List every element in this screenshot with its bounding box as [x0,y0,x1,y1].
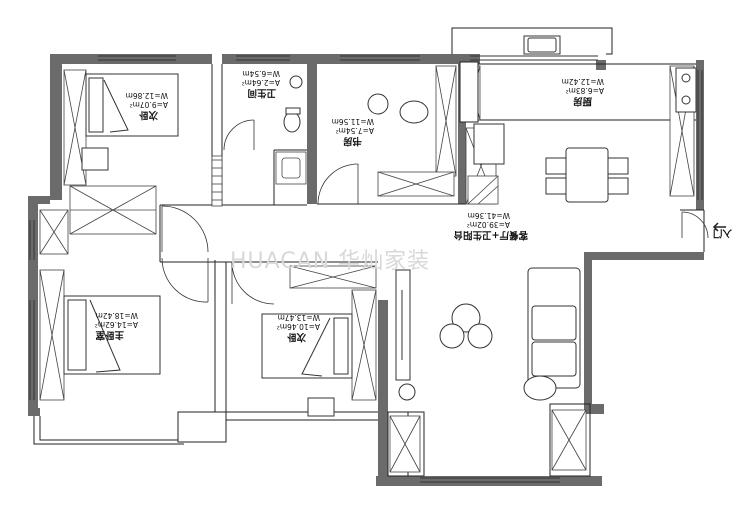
bedroom-mid-wardrobe [289,265,377,401]
room-name: 卫生间 [247,87,276,99]
room-area: A=14.62m² [95,320,138,329]
bath-lamp [289,75,303,89]
room-name: 主卧室 [95,329,124,341]
study-desk [367,93,429,124]
room-w: W=18.42m [96,311,138,320]
master-wardrobe [39,269,65,401]
bath-sink [275,151,307,185]
study-bookcase [377,65,457,197]
room-w: W=13.47m [278,313,320,322]
room-area: A=39.02m² [467,220,510,229]
room-name: 厨房 [573,95,592,107]
beds [63,73,353,417]
toilet [283,107,301,133]
room-label-living: 客餐厅+卫生阳台 A=39.02m² W=41.36m [453,211,529,241]
room-label-master: 主卧室 A=14.62m² W=18.42m [95,311,138,341]
bed-mid [261,313,353,417]
kitchen-sink [523,35,561,55]
room-area: A=9.07m² [130,100,168,109]
living-cabinets [389,409,587,473]
room-name: 客餐厅+卫生阳台 [453,229,529,241]
room-area: A=2.64m² [242,78,280,87]
room-w: W=12.86m [126,91,168,100]
corridor-cabinet-top [69,185,157,235]
room-area: A=7.54m² [336,126,374,135]
room-w: W=6.54m [242,69,280,78]
left-cabinet [39,209,69,255]
tv-console [395,269,416,401]
bed-master [63,295,161,375]
exterior-walls [28,54,704,486]
room-area: A=10.46m² [277,322,320,331]
coffee-table [439,303,493,349]
stove [675,67,697,113]
doors [161,119,709,305]
windows [29,55,703,483]
interior-walls [33,27,705,477]
room-name: 次卧 [286,331,306,343]
watermark: HUACAN 华灿家装 [230,249,430,274]
room-w: W=41.36m [468,211,510,220]
room-name: 次卧 [138,109,158,121]
balcony-hatch [467,175,499,205]
room-label-bath: 卫生间 A=2.64m² W=6.54m [242,69,280,99]
room-area: A=6.83m² [566,86,604,95]
room-label-kitchen: 厨房 A=6.83m² W=12.42m [562,77,604,107]
room-name: 书房 [343,135,362,147]
room-w: W=12.42m [562,77,604,86]
room-w: W=11.56m [332,117,374,126]
sofa [523,267,581,401]
living-furniture [283,35,697,401]
bed-top [81,73,179,171]
room-label-study: 书房 A=7.54m² W=11.56m [332,117,374,147]
fridge [473,123,505,165]
entry-arrow-icon [712,222,726,232]
room-label-bedroom-mid: 次卧 A=10.46m² W=13.47m [277,313,320,343]
room-label-bedroom-top: 次卧 A=9.07m² W=12.86m [126,91,168,121]
dining-table [545,147,629,203]
